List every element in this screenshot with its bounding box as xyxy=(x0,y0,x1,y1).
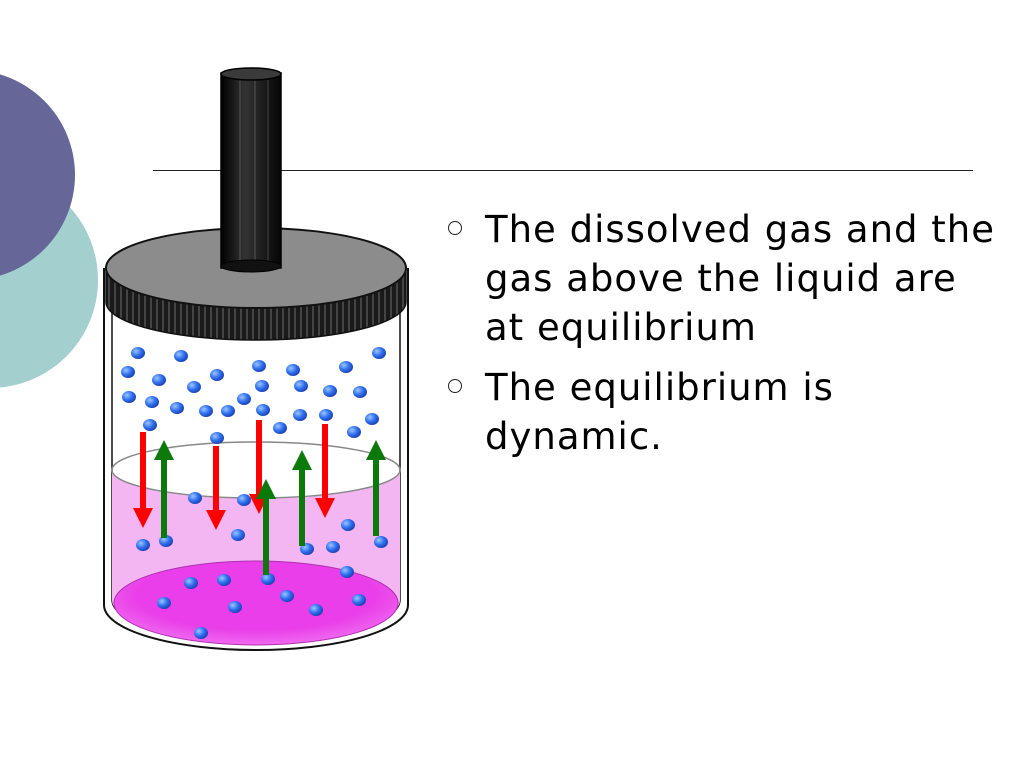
title-divider-line xyxy=(153,170,973,171)
molecule-icon xyxy=(372,347,386,359)
molecule-icon xyxy=(365,413,379,425)
escaping-arrows xyxy=(154,440,386,575)
arrow-up-icon xyxy=(366,440,386,536)
molecule-icon xyxy=(237,393,251,405)
molecule-icon xyxy=(352,594,366,606)
molecule-icon xyxy=(184,577,198,589)
molecule-icon xyxy=(237,494,251,506)
dissolved-molecules xyxy=(136,492,388,639)
piston-cylinder-diagram xyxy=(103,67,409,651)
molecule-icon xyxy=(255,380,269,392)
molecule-icon xyxy=(341,519,355,531)
molecule-icon xyxy=(157,597,171,609)
molecule-icon xyxy=(353,386,367,398)
molecule-icon xyxy=(187,381,201,393)
molecule-icon xyxy=(347,426,361,438)
arrow-down-icon xyxy=(133,432,153,528)
bullet-item: The equilibrium is dynamic. xyxy=(446,363,1006,461)
molecule-icon xyxy=(152,374,166,386)
molecule-icon xyxy=(174,350,188,362)
arrow-down-icon xyxy=(315,424,335,518)
molecule-icon xyxy=(217,574,231,586)
molecule-icon xyxy=(121,366,135,378)
molecule-icon xyxy=(340,566,354,578)
molecule-icon xyxy=(339,361,353,373)
molecule-icon xyxy=(309,604,323,616)
molecule-icon xyxy=(136,539,150,551)
molecule-icon xyxy=(256,404,270,416)
piston-rod xyxy=(220,67,282,273)
molecule-icon xyxy=(145,396,159,408)
molecule-icon xyxy=(143,419,157,431)
molecule-icon xyxy=(273,422,287,434)
molecule-icon xyxy=(294,380,308,392)
molecule-icon xyxy=(326,541,340,553)
arrow-down-icon xyxy=(206,446,226,530)
molecule-icon xyxy=(221,405,235,417)
molecule-icon xyxy=(231,529,245,541)
molecule-icon xyxy=(228,601,242,613)
molecule-icon xyxy=(286,364,300,376)
molecule-icon xyxy=(319,409,333,421)
gas-molecules xyxy=(121,347,386,444)
molecule-icon xyxy=(280,590,294,602)
decorative-circles xyxy=(0,74,98,388)
dissolving-arrows xyxy=(133,420,335,530)
molecule-icon xyxy=(170,402,184,414)
molecule-icon xyxy=(374,536,388,548)
purple-circle xyxy=(0,74,75,276)
arrow-up-icon xyxy=(292,450,312,546)
molecule-icon xyxy=(122,391,136,403)
molecule-icon xyxy=(194,627,208,639)
molecule-icon xyxy=(131,347,145,359)
bullet-circle-icon xyxy=(448,221,462,235)
molecule-icon xyxy=(323,385,337,397)
molecule-icon xyxy=(261,573,275,585)
bullet-list: The dissolved gas and the gas above the … xyxy=(446,205,1006,472)
bullet-text: The dissolved gas and the gas above the … xyxy=(485,208,996,349)
molecule-icon xyxy=(210,369,224,381)
arrow-up-icon xyxy=(154,440,174,538)
bullet-circle-icon xyxy=(448,379,462,393)
molecule-icon xyxy=(210,432,224,444)
molecule-icon xyxy=(199,405,213,417)
arrow-up-icon xyxy=(256,479,276,575)
molecule-icon xyxy=(188,492,202,504)
molecule-icon xyxy=(293,409,307,421)
molecule-icon xyxy=(252,360,266,372)
bullet-item: The dissolved gas and the gas above the … xyxy=(446,205,1006,352)
bullet-text: The equilibrium is dynamic. xyxy=(485,366,834,458)
